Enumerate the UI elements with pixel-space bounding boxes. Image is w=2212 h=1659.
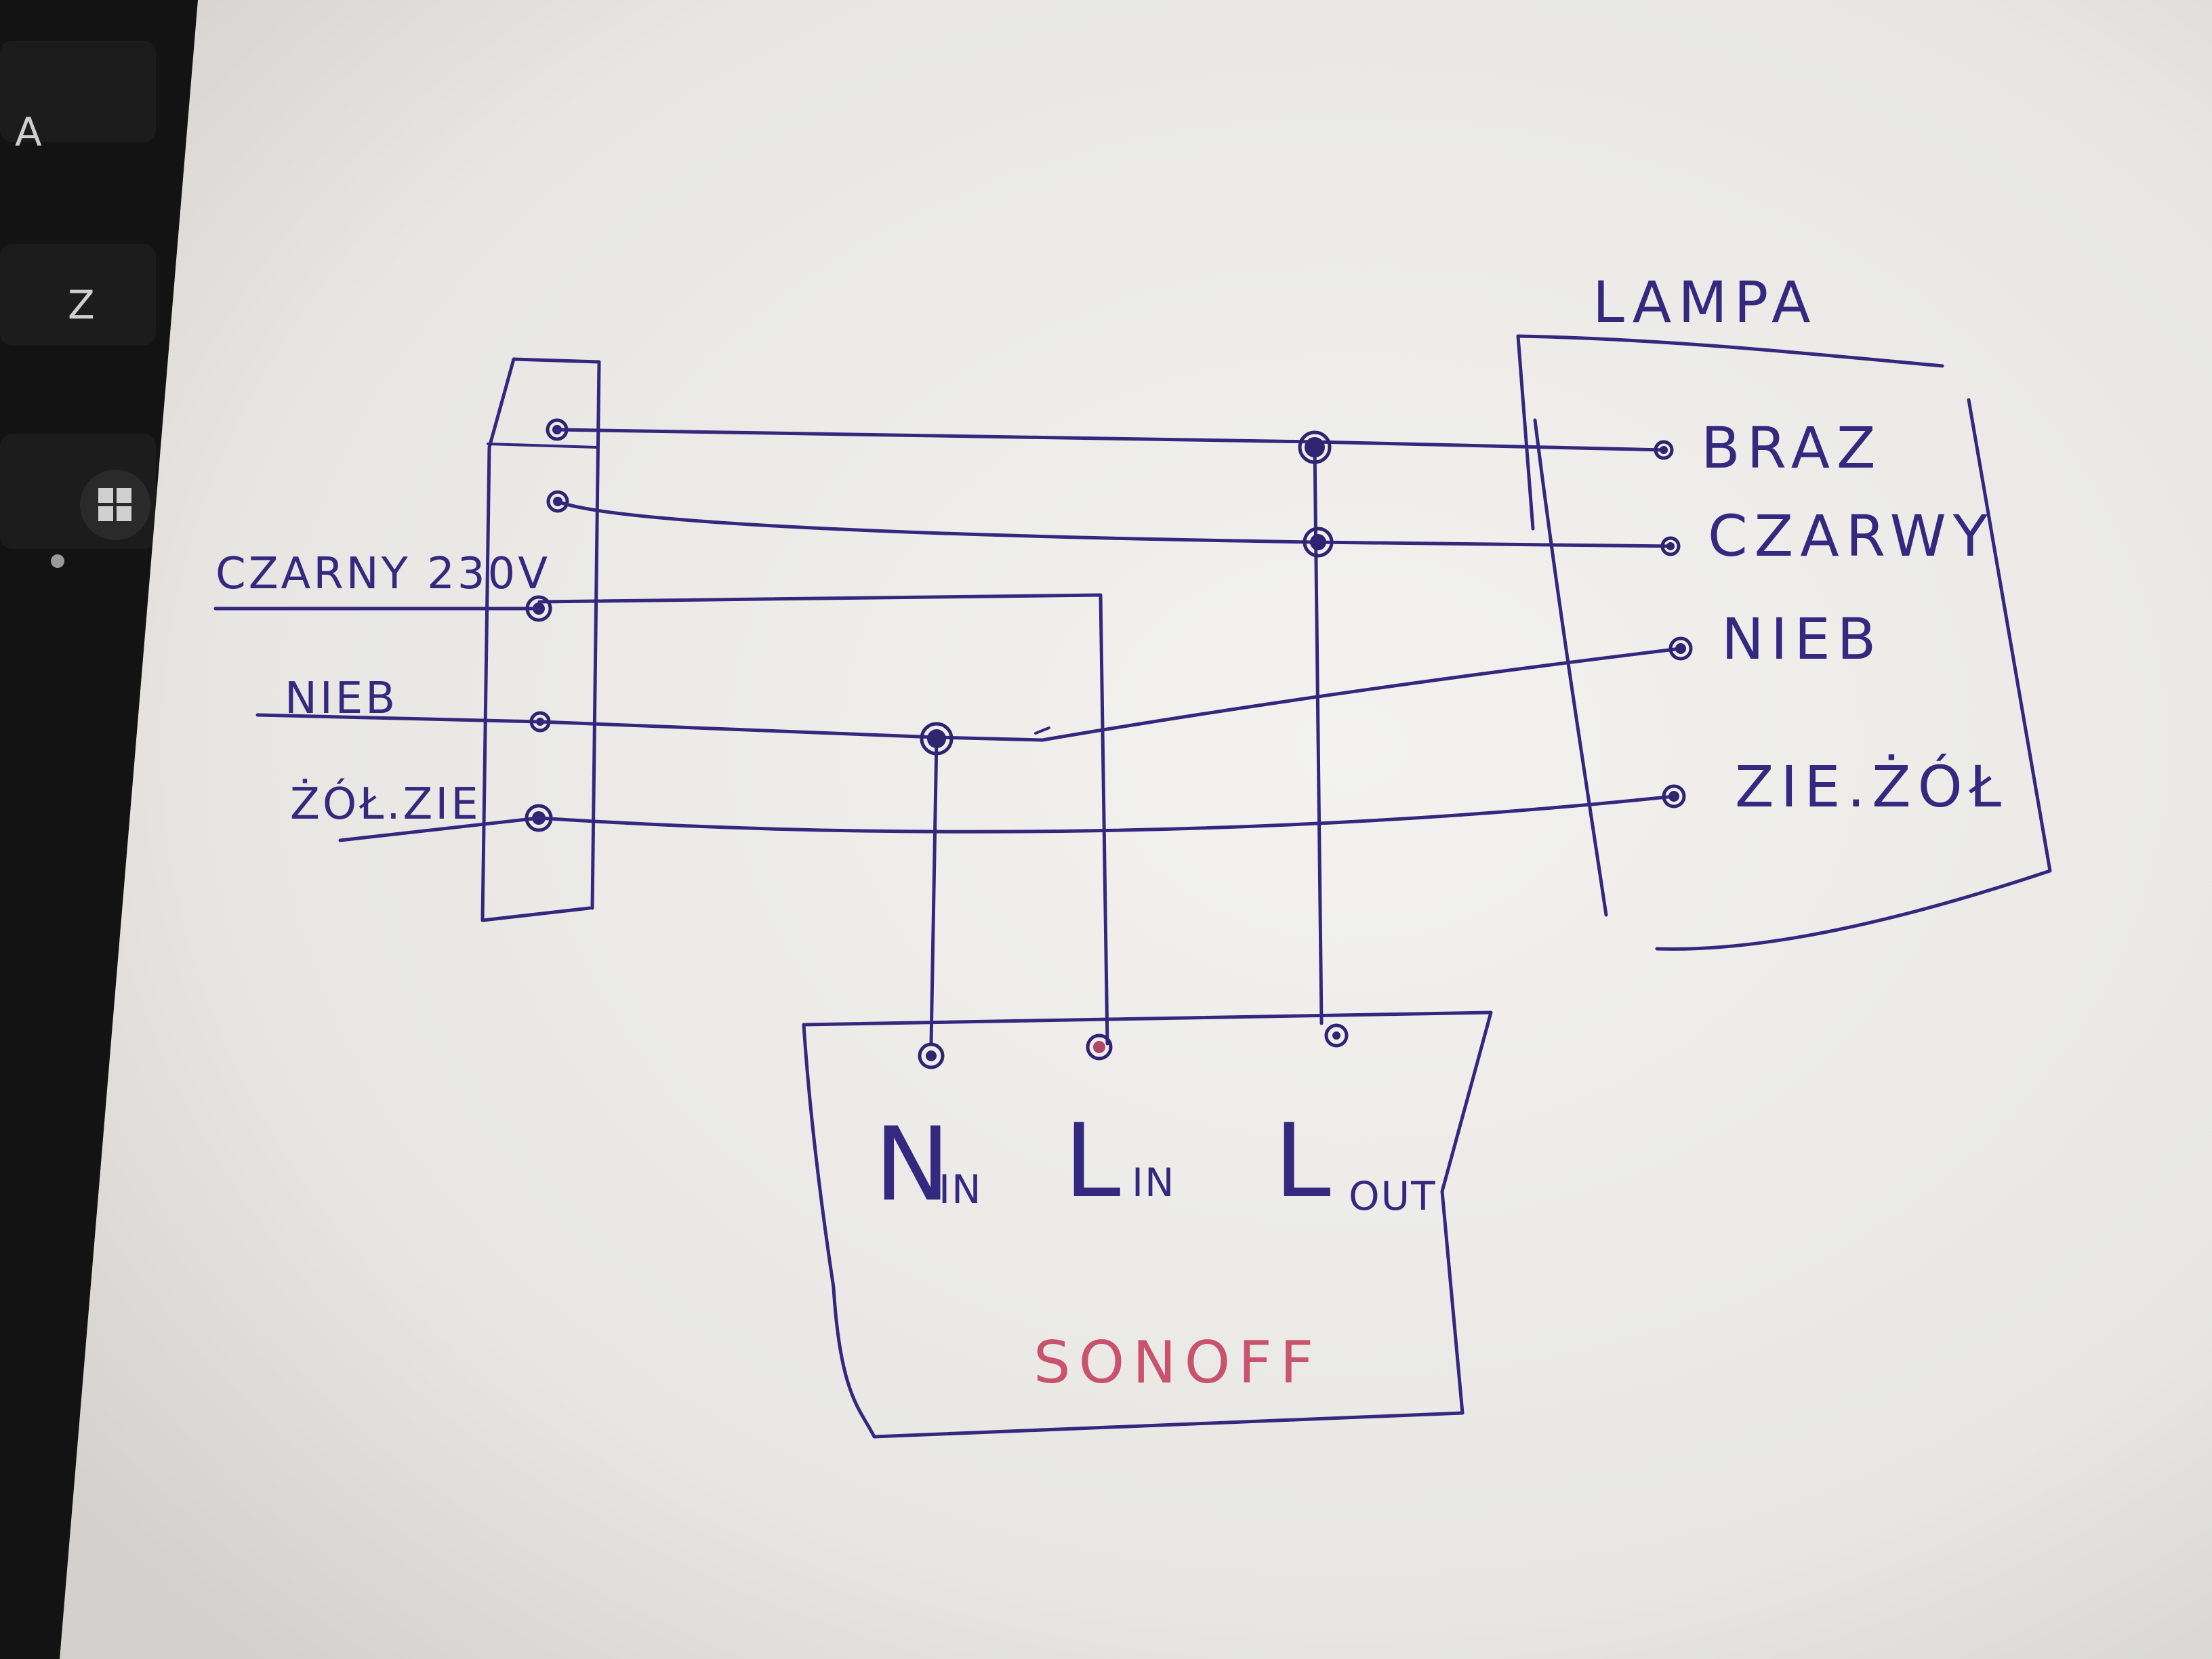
sonoff-label-n-main: N <box>874 1106 957 1224</box>
lamp-terminal-label-2: CZARWY <box>1708 503 1994 569</box>
lamp-box: LAMPA BRAZ CZARWY NIEB ZIE.ŻÓŁ <box>1516 269 2052 951</box>
lamp-terminal-3 <box>1668 636 1693 661</box>
keyboard-led-icon <box>51 554 64 568</box>
lamp-title: LAMPA <box>1593 269 1817 335</box>
lamp-terminal-label-1: BRAZ <box>1701 415 1883 481</box>
lamp-terminal-label-3: NIEB <box>1721 606 1883 672</box>
wire-ground-to-lamp <box>537 794 1676 834</box>
wire-incoming-ground <box>338 816 541 842</box>
keyboard-key-z: Z <box>68 282 95 328</box>
junction-black <box>1303 527 1334 558</box>
wire-black-to-lamp <box>556 499 1673 548</box>
junction-brown <box>1298 430 1332 464</box>
sonoff-label-l-out: L OUT <box>1274 1103 1437 1221</box>
sonoff-label-n-in: N IN <box>874 1106 983 1224</box>
sonoff-label-lin-sub: IN <box>1132 1160 1176 1206</box>
lamp-terminal-4 <box>1662 784 1686 808</box>
sonoff-terminal-l-out <box>1324 1023 1349 1048</box>
lamp-terminal-label-4: ZIE.ŻÓŁ <box>1735 754 2008 820</box>
sonoff-terminal-l-in <box>1086 1033 1113 1061</box>
keyboard-key-a: A <box>15 109 42 155</box>
sonoff-label-l-in: L IN <box>1064 1103 1176 1221</box>
wire-line-in <box>537 593 1109 1046</box>
sonoff-label-lin-main: L <box>1064 1103 1128 1221</box>
sonoff-terminal-n-in <box>918 1042 945 1069</box>
wire-incoming-unknown <box>255 713 541 724</box>
sonoff-label-lout-main: L <box>1274 1103 1338 1221</box>
lamp-terminal-2 <box>1660 536 1681 556</box>
sonoff-label-lout-sub: OUT <box>1349 1173 1437 1219</box>
sonoff-label-n-sub: IN <box>939 1166 983 1212</box>
wire-neutral-to-lamp <box>1040 647 1683 742</box>
sonoff-title: SONOFF <box>1033 1329 1322 1397</box>
label-ground-wire: ŻÓŁ.ZIE <box>290 778 481 830</box>
windows-key-icon <box>80 470 150 540</box>
junction-neutral <box>920 722 954 756</box>
sonoff-box: N IN L IN L OUT SONOFF <box>802 1010 1493 1439</box>
lamp-terminal-1 <box>1654 440 1674 460</box>
wire-crossing-mark <box>1034 726 1050 735</box>
label-black-230v: CZARNY 230V <box>216 549 550 599</box>
wire-neutral-in <box>929 737 939 1046</box>
